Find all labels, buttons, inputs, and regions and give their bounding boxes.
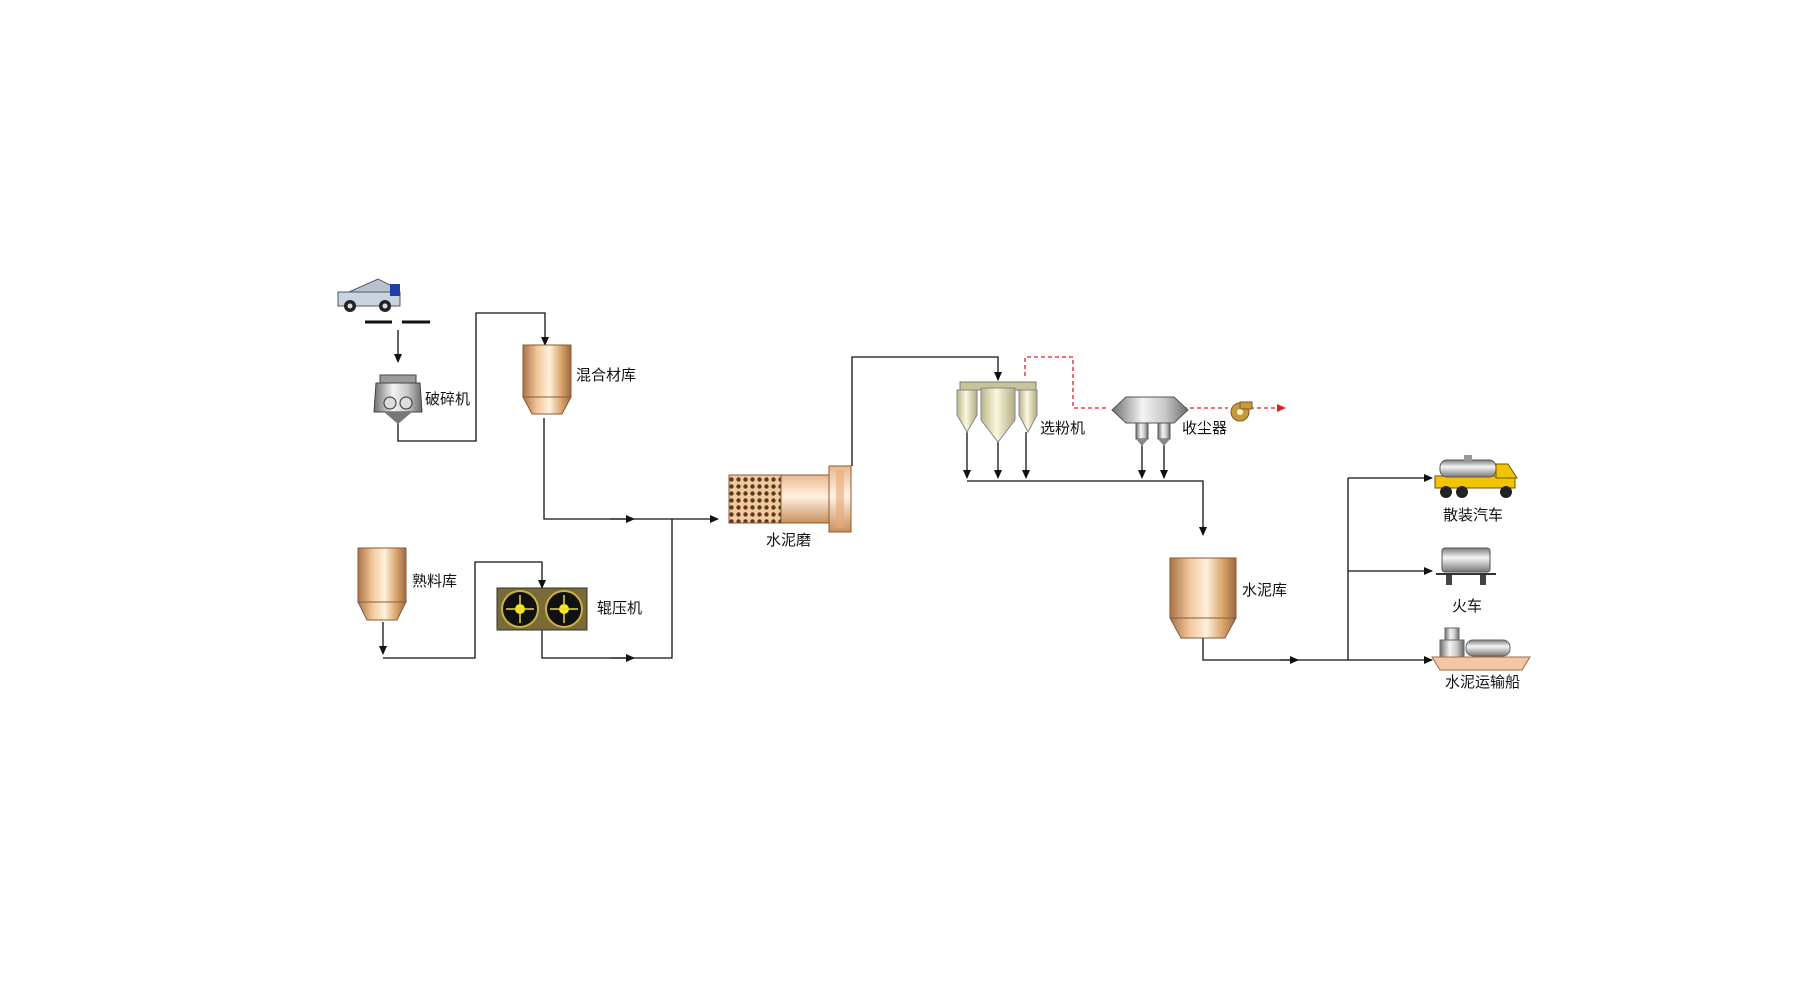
flow-lines	[379, 312, 1433, 664]
bulk-truck-label: 散装汽车	[1443, 506, 1503, 524]
separator-label: 选粉机	[1040, 419, 1085, 437]
bulk-truck-icon	[1434, 455, 1518, 498]
flow-cement-silo-out	[1202, 638, 1348, 661]
flow-collect-to-cement-silo	[967, 480, 1207, 536]
cement-mill-label: 水泥磨	[766, 531, 811, 549]
flow-mixed-silo-to-mill	[543, 418, 719, 523]
clinker-silo-label: 熟料库	[412, 572, 457, 590]
cement-mill-icon	[728, 465, 852, 533]
roller-press-label: 辊压机	[597, 599, 642, 617]
train-icon	[1436, 547, 1496, 585]
flow-exhaust	[1024, 356, 1108, 409]
train-label: 火车	[1452, 597, 1482, 615]
flow-mill-to-separator	[851, 356, 1002, 466]
separator-icon	[956, 381, 1038, 443]
dust-collector-icon	[1111, 396, 1189, 446]
exhaust-fan-icon	[1230, 401, 1253, 422]
mixed-material-silo-icon	[522, 344, 572, 415]
cement-ship-label: 水泥运输船	[1445, 673, 1520, 691]
cement-ship-icon	[1431, 627, 1531, 671]
dump-truck-icon	[337, 278, 430, 324]
mixed-material-silo-label: 混合材库	[576, 366, 636, 384]
crusher-label: 破碎机	[425, 390, 470, 408]
crusher-icon	[373, 374, 423, 424]
flow-clinker-to-roller	[383, 561, 546, 659]
cement-silo-icon	[1169, 557, 1237, 639]
flow-roller-to-mill	[541, 519, 673, 659]
clinker-silo-icon	[357, 547, 407, 621]
dust-collector-label: 收尘器	[1182, 419, 1227, 437]
cement-silo-label: 水泥库	[1242, 581, 1287, 599]
roller-press-icon	[496, 587, 588, 631]
flow-crusher-to-mixed-silo	[397, 312, 549, 442]
